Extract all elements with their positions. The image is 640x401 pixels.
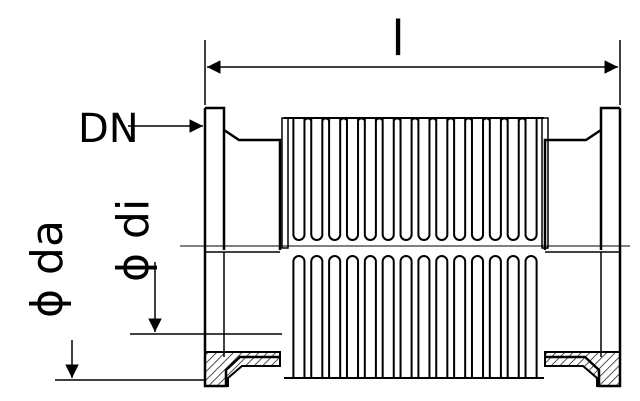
dimension-outer-diameter xyxy=(55,340,205,381)
convolution-crown xyxy=(321,117,330,123)
convolution-upper xyxy=(524,118,538,241)
dn-label: DN xyxy=(78,106,139,152)
convolution-crown xyxy=(464,117,473,123)
convolution-lower xyxy=(310,255,324,378)
length-label: l xyxy=(391,11,404,67)
convolution-lower xyxy=(488,255,502,378)
left-collar xyxy=(281,117,289,249)
left-flange xyxy=(203,106,282,388)
convolution-upper xyxy=(435,118,449,241)
convolution-crown xyxy=(446,117,455,123)
convolution-upper xyxy=(292,118,306,241)
convolution-crown xyxy=(339,117,348,123)
convolution-lower xyxy=(363,255,377,378)
convolution-crown xyxy=(482,117,491,123)
left-flange-section xyxy=(204,351,281,387)
convolution-crown xyxy=(428,117,437,123)
convolution-upper xyxy=(363,118,377,241)
convolution-crown xyxy=(357,117,366,123)
convolution-upper xyxy=(328,118,342,241)
convolution-lower xyxy=(381,255,395,378)
convolution-crown xyxy=(393,117,402,123)
convolution-lower xyxy=(470,255,485,378)
right-flange-section xyxy=(544,351,621,387)
inner-diameter-label: ϕ di xyxy=(108,199,159,282)
convolution-upper xyxy=(310,118,324,241)
convolution-lower xyxy=(328,255,342,378)
convolution-crown xyxy=(410,117,420,123)
dimension-length xyxy=(204,40,621,105)
convolution-lower xyxy=(417,255,431,378)
convolution-upper xyxy=(381,118,395,241)
convolution-upper xyxy=(470,118,485,241)
convolution-lower xyxy=(524,255,538,378)
convolution-crown xyxy=(518,117,527,123)
convolution-crown xyxy=(500,117,509,123)
convolution-lower xyxy=(292,255,306,378)
right-flange xyxy=(543,106,622,388)
convolution-upper xyxy=(506,118,520,241)
convolution-crown xyxy=(375,117,384,123)
convolution-upper xyxy=(488,118,502,241)
convolution-upper xyxy=(417,118,431,241)
convolution-lower xyxy=(345,255,360,378)
dimension-inner-diameter xyxy=(130,262,282,335)
convolution-lower xyxy=(453,255,467,378)
convolution-lower xyxy=(399,255,413,378)
convolution-upper xyxy=(345,118,360,241)
convolution-lower xyxy=(435,255,449,378)
bellows-convolutions xyxy=(281,117,549,379)
right-collar xyxy=(541,117,549,249)
convolution-upper xyxy=(399,118,413,241)
convolution-upper xyxy=(453,118,467,241)
convolution-lower xyxy=(506,255,520,378)
convolution-crown xyxy=(303,117,312,123)
outer-diameter-label: ϕ da xyxy=(22,220,73,318)
